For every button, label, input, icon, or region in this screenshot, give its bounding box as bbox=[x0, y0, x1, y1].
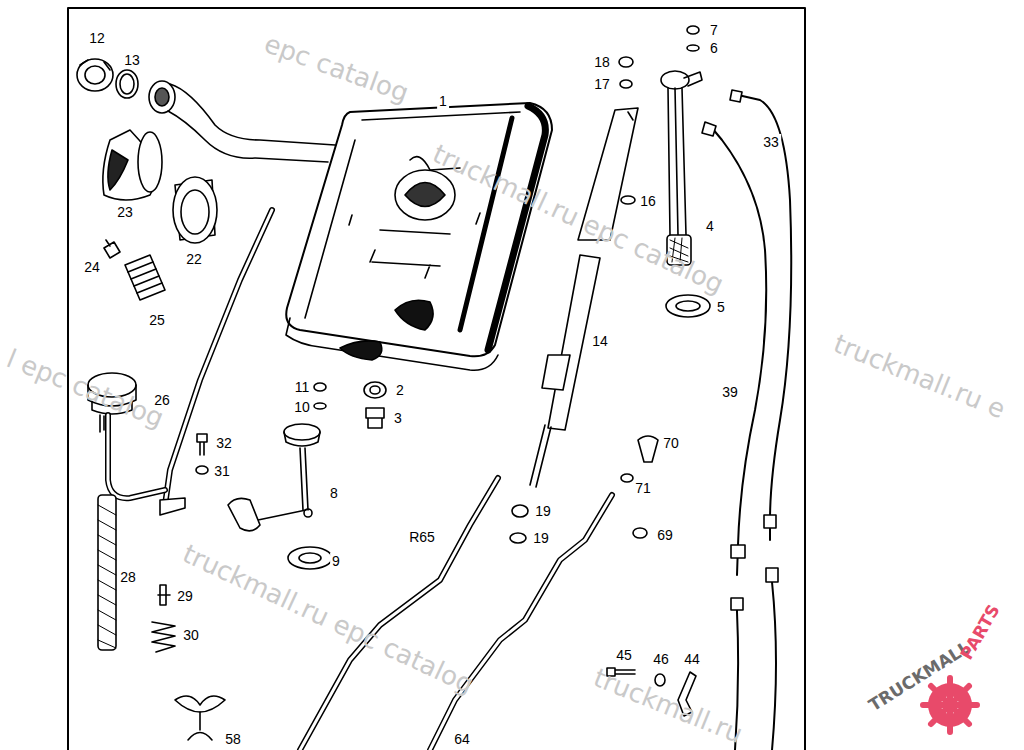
callout-number: 30 bbox=[181, 627, 201, 643]
callout-number: 2 bbox=[394, 382, 406, 398]
callout-number: 32 bbox=[214, 435, 234, 451]
callout-number: 10 bbox=[292, 399, 312, 415]
callout-number: 14 bbox=[590, 333, 610, 349]
callout-number: R65 bbox=[407, 529, 437, 545]
watermark: l epc catalog bbox=[3, 345, 167, 431]
callout-number: 64 bbox=[452, 731, 472, 747]
callout-number: 70 bbox=[661, 435, 681, 451]
callout-number: 71 bbox=[633, 480, 653, 496]
callout-number: 24 bbox=[82, 259, 102, 275]
callout-number: 28 bbox=[118, 569, 138, 585]
callout-number: 58 bbox=[223, 731, 243, 747]
callout-number: 7 bbox=[708, 22, 720, 38]
callout-number: 17 bbox=[592, 76, 612, 92]
callout-number: 6 bbox=[708, 40, 720, 56]
callout-number: 19 bbox=[533, 503, 553, 519]
callout-number: 16 bbox=[638, 193, 658, 209]
callout-number: 19 bbox=[531, 530, 551, 546]
callout-number: 25 bbox=[147, 312, 167, 328]
callout-number: 33 bbox=[761, 134, 781, 150]
callout-number: 31 bbox=[212, 463, 232, 479]
callout-number: 11 bbox=[293, 379, 312, 395]
watermark: epc catalog bbox=[261, 30, 412, 106]
callout-number: 44 bbox=[682, 651, 702, 667]
callout-number: 69 bbox=[655, 527, 675, 543]
callout-number: 5 bbox=[715, 299, 727, 315]
callout-number: 1 bbox=[437, 93, 449, 109]
callout-number: 29 bbox=[175, 588, 195, 604]
callout-number: 4 bbox=[704, 218, 716, 234]
watermark: truckmall.ru bbox=[590, 664, 746, 747]
callout-number: 23 bbox=[115, 204, 135, 220]
callout-number: 3 bbox=[392, 410, 404, 426]
callout-number: 13 bbox=[122, 52, 142, 68]
logo-text: PARTS bbox=[958, 602, 1003, 663]
callout-number: 18 bbox=[592, 54, 612, 70]
callout-number: 9 bbox=[330, 553, 342, 569]
callout-number: 46 bbox=[651, 651, 671, 667]
watermark: truckmall.ru e bbox=[830, 330, 1009, 422]
callout-number: 39 bbox=[720, 384, 740, 400]
callout-number: 12 bbox=[87, 30, 107, 46]
callout-number: 45 bbox=[614, 647, 634, 663]
callout-number: 22 bbox=[184, 251, 204, 267]
callout-number: 8 bbox=[328, 485, 340, 501]
